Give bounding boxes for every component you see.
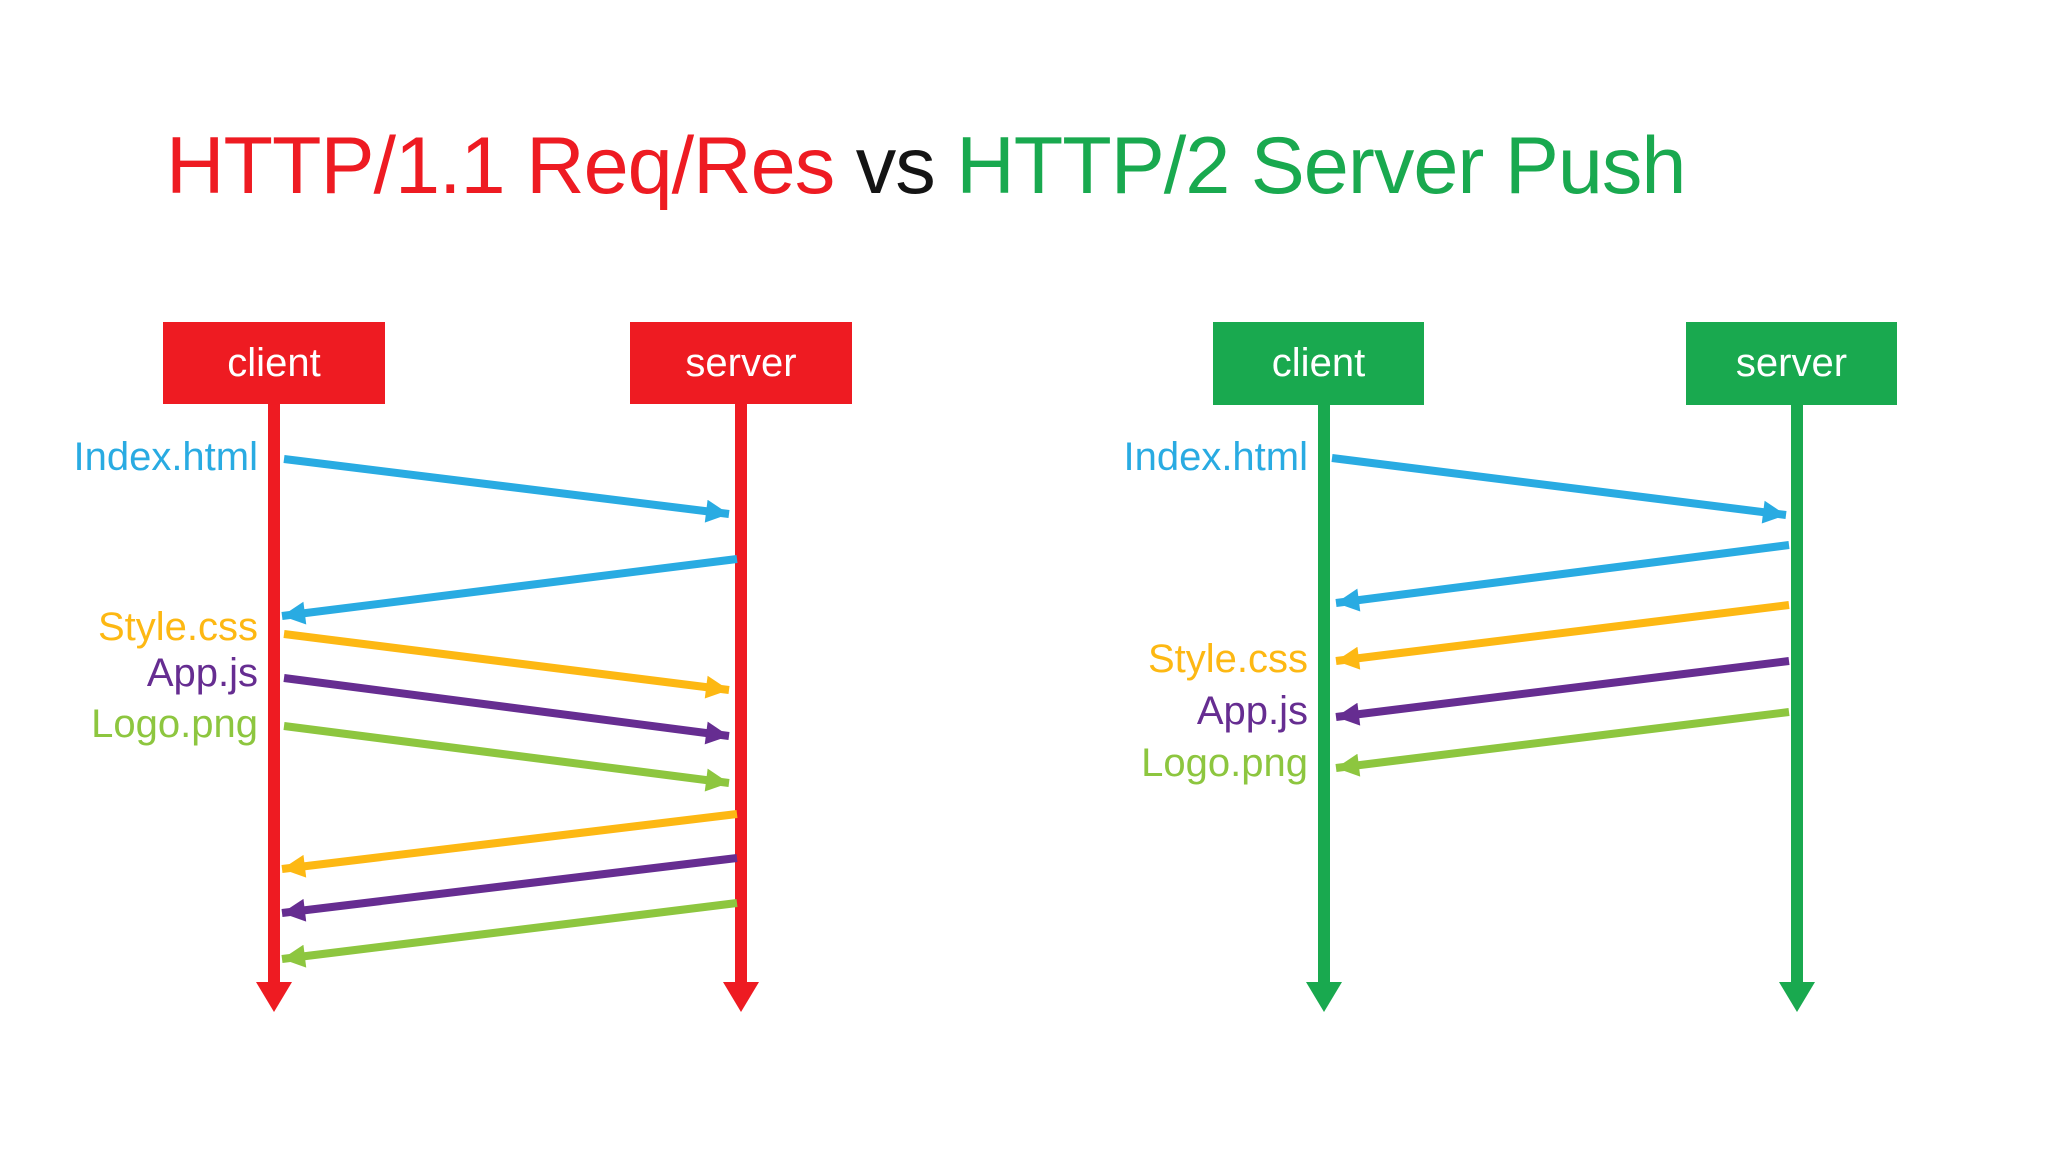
file-label-index.html: Index.html [1123, 435, 1308, 479]
file-label-style.css: Style.css [1147, 637, 1308, 681]
lifeline-arrowhead-icon [1306, 982, 1342, 1012]
file-label-style.css: Style.css [97, 605, 258, 649]
lifeline-arrowhead-icon [723, 982, 759, 1012]
message-arrow-index.html [281, 555, 738, 625]
message-arrow-logo.png [281, 899, 738, 968]
actor-box-server: server [1686, 322, 1897, 405]
title-vs-segment: vs [834, 121, 957, 211]
message-arrow-app.js [281, 854, 738, 922]
lifeline-arrowhead-icon [1779, 982, 1815, 1012]
message-arrow-logo.png [283, 722, 730, 792]
message-arrow-logo.png [1335, 708, 1790, 777]
message-arrow-index.html [283, 455, 730, 523]
message-arrow-style.css [281, 810, 738, 878]
file-label-index.html: Index.html [73, 435, 258, 479]
actor-label: client [1271, 341, 1366, 385]
actor-label: client [227, 340, 321, 385]
slide-title: HTTP/1.1 Req/Res vs HTTP/2 Server Push [166, 118, 1686, 215]
message-arrow-style.css [1335, 601, 1790, 670]
actor-box-client: client [163, 322, 385, 404]
title-http2-segment: HTTP/2 Server Push [956, 121, 1686, 211]
file-label-app.js: App.js [1196, 689, 1308, 733]
file-label-logo.png: Logo.png [91, 702, 258, 746]
actor-box-client: client [1213, 322, 1424, 405]
message-arrow-app.js [1335, 657, 1790, 726]
actor-label: server [685, 340, 797, 385]
message-arrow-style.css [283, 630, 730, 699]
file-label-logo.png: Logo.png [1141, 741, 1308, 785]
file-label-app.js: App.js [146, 651, 258, 695]
lifeline-arrowhead-icon [256, 982, 292, 1012]
actor-box-server: server [630, 322, 852, 404]
title-http11-segment: HTTP/1.1 Req/Res [166, 121, 835, 211]
actor-label: server [1735, 341, 1848, 385]
message-arrow-index.html [1331, 454, 1787, 524]
message-arrow-app.js [283, 674, 730, 745]
message-arrow-index.html [1335, 541, 1790, 612]
